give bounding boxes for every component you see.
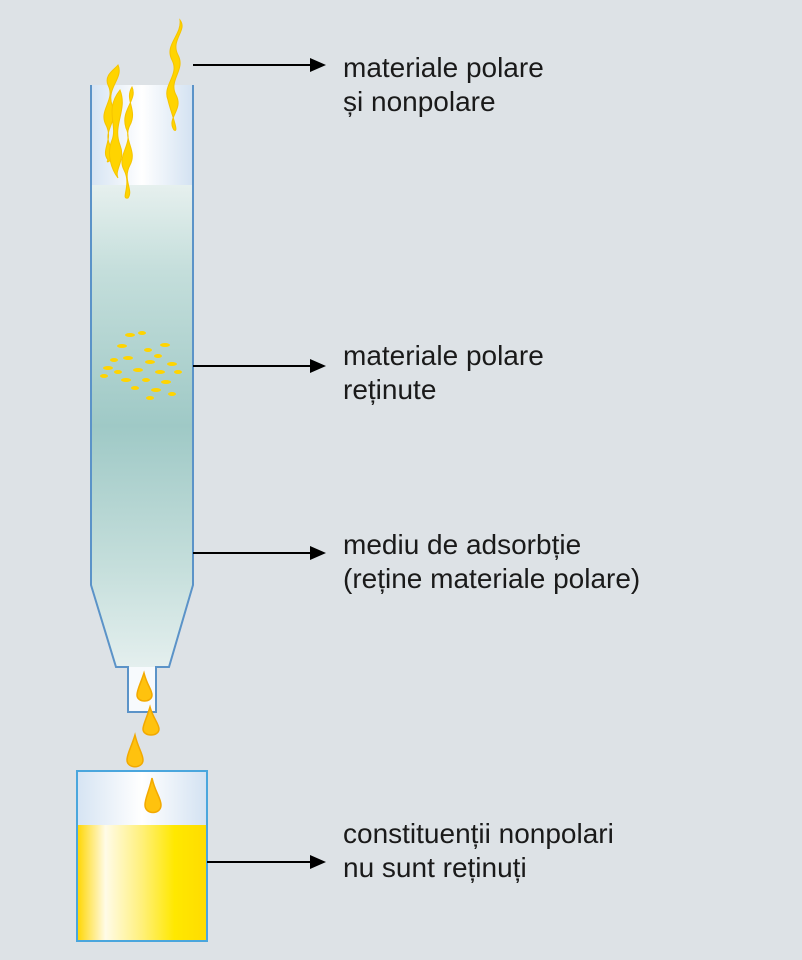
- label-adsorption-medium: mediu de adsorbție (reține materiale pol…: [343, 528, 640, 596]
- label-line: materiale polare: [343, 52, 544, 83]
- label-line: și nonpolare: [343, 86, 496, 117]
- beaker: [76, 770, 208, 942]
- label-line: nu sunt reținuți: [343, 852, 527, 883]
- label-retained-polar: materiale polare reținute: [343, 339, 544, 407]
- label-line: materiale polare: [343, 340, 544, 371]
- column: [90, 85, 194, 713]
- molecule-chains: [103, 18, 183, 199]
- label-line: reținute: [343, 374, 437, 405]
- label-line: constituenții nonpolari: [343, 818, 614, 849]
- nonpolar-liquid: [77, 825, 207, 941]
- drops: [126, 670, 162, 814]
- label-nonpolar-constituents: constituenții nonpolari nu sunt reținuți: [343, 817, 614, 885]
- label-line: (reține materiale polare): [343, 563, 641, 594]
- adsorption-medium: [91, 185, 193, 667]
- label-line: mediu de adsorbție: [343, 529, 582, 560]
- label-polar-nonpolar-materials: materiale polare și nonpolare: [343, 51, 544, 119]
- retained-polar-particles: [100, 331, 182, 400]
- pointer-arrows: [193, 58, 326, 869]
